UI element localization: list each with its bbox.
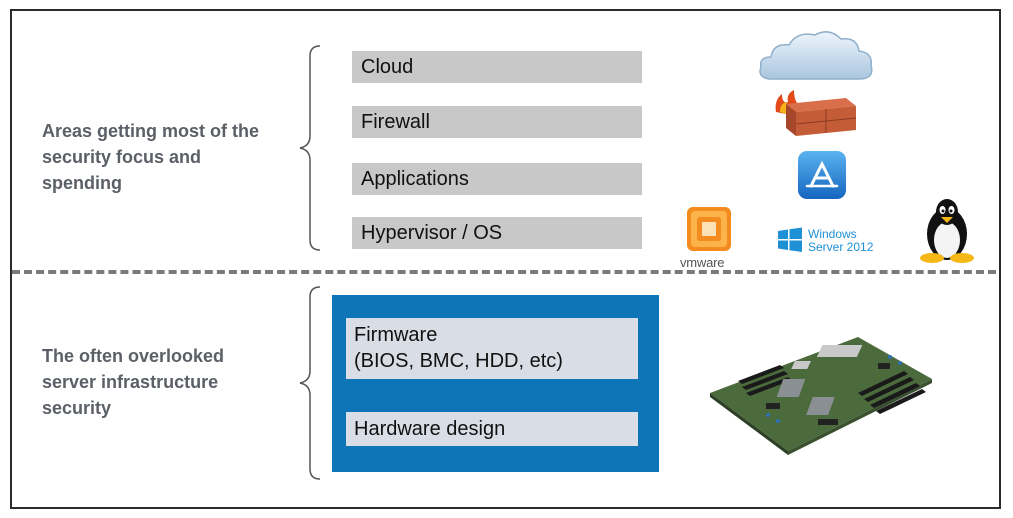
cloud-icon — [759, 31, 873, 80]
windows-wordmark-line1: Windows — [808, 227, 857, 241]
firmware-title: Firmware — [354, 324, 438, 346]
overlooked-areas-label: The often overlooked server infrastructu… — [42, 346, 225, 418]
applications-layer: Applications — [352, 163, 642, 195]
firmware-detail: (BIOS, BMC, HDD, etc) — [354, 350, 563, 372]
hardware-design-layer: Hardware design — [346, 412, 638, 446]
windows-server-wordmark: Windows Server 2012 — [808, 228, 873, 254]
motherboard-icon — [710, 337, 932, 455]
hypervisor-os-layer: Hypervisor / OS — [352, 217, 642, 249]
vmware-logo-icon — [687, 207, 731, 251]
upper-bracket — [299, 45, 321, 251]
app-store-icon — [798, 151, 846, 199]
windows-logo-icon — [778, 227, 802, 252]
firmware-layer: Firmware (BIOS, BMC, HDD, etc) — [346, 318, 638, 379]
linux-tux-icon — [920, 199, 974, 263]
windows-wordmark-line2: Server 2012 — [808, 240, 874, 254]
lower-bracket — [299, 286, 321, 480]
firewall-layer: Firewall — [352, 106, 642, 138]
focus-areas-label: Areas getting most of the security focus… — [42, 121, 260, 193]
firewall-icon — [775, 90, 857, 136]
section-divider — [12, 270, 996, 274]
cloud-layer: Cloud — [352, 51, 642, 83]
vmware-wordmark: vmware — [680, 255, 725, 270]
